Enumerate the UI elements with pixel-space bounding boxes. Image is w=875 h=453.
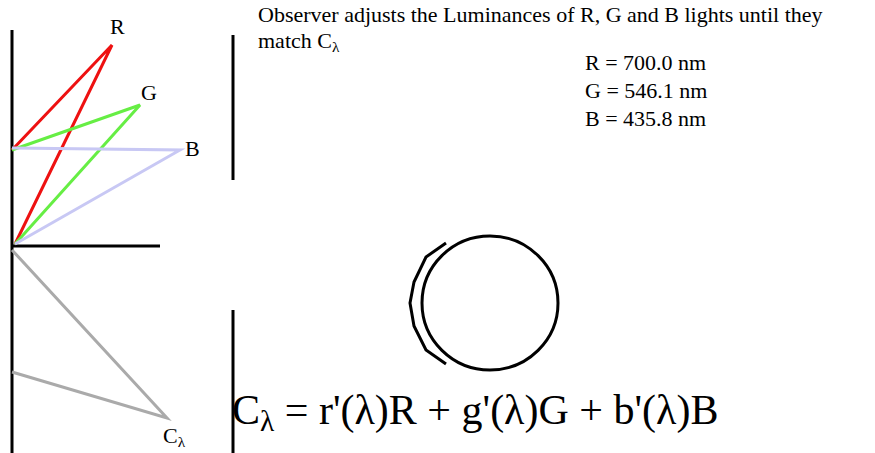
instruction-note: Observer adjusts the Luminances of R, G … [258, 2, 868, 55]
wavelength-label: G = 546.1 nm [585, 78, 707, 104]
eye-circle [422, 236, 558, 370]
primary-label: G [141, 80, 157, 106]
green-ray [12, 105, 140, 244]
back-wall [11, 30, 14, 453]
color-match-equation: Cλ = r'(λ)R + g'(λ)G + b'(λ)B [232, 385, 718, 435]
primary-label: B [185, 136, 200, 162]
test-ray [12, 250, 167, 418]
wavelength-label: B = 435.8 nm [585, 106, 706, 132]
wavelength-label: R = 700.0 nm [585, 50, 706, 76]
upper-screen [232, 35, 235, 180]
primary-label: R [110, 14, 125, 40]
test-light-label: Cλ [163, 423, 185, 449]
divider [12, 245, 160, 248]
blue-ray [12, 148, 180, 244]
